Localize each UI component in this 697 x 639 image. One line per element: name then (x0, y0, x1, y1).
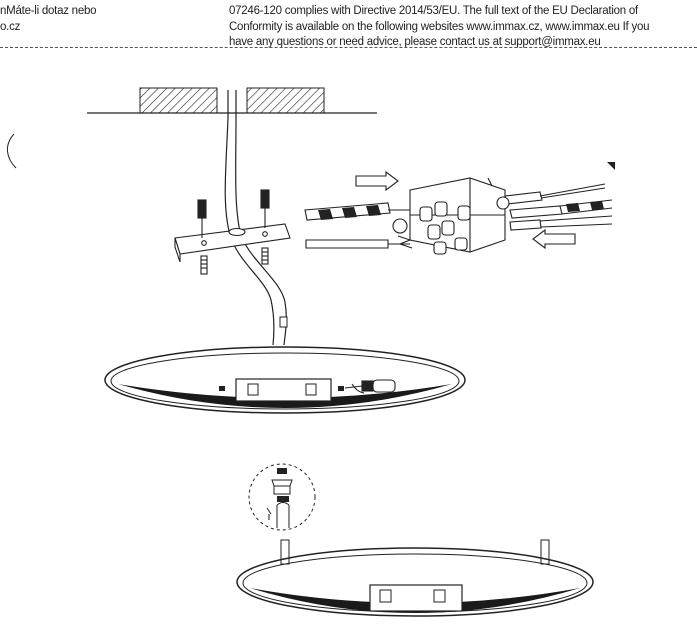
declaration-text-block: 07246-120 complies with Directive 2014/5… (229, 4, 650, 51)
screwdriver-icon (344, 379, 396, 394)
ceiling-joist-icon (87, 87, 377, 114)
power-cable-icon (224, 90, 287, 346)
declaration-line: Conformity is available on the following… (229, 20, 650, 33)
ceiling-lamp-ring-icon (104, 346, 466, 414)
terminal-block-icon (304, 162, 615, 255)
cable-connector-icon (279, 316, 288, 328)
ceiling-lamp-ring-mounted-icon (236, 539, 594, 617)
detail-callout-icon (248, 463, 316, 531)
left-text-block: nMáte-li dotaz nebo o.cz (0, 4, 97, 35)
mounting-bracket-icon (174, 189, 291, 275)
left-text-line: o.cz (0, 20, 21, 33)
left-text-line: nMáte-li dotaz nebo (0, 5, 97, 17)
section-divider (0, 47, 697, 48)
declaration-line: have any questions or need advice, pleas… (229, 36, 601, 48)
declaration-line: 07246-120 complies with Directive 2014/5… (229, 5, 638, 17)
edge-arc (7, 133, 17, 169)
